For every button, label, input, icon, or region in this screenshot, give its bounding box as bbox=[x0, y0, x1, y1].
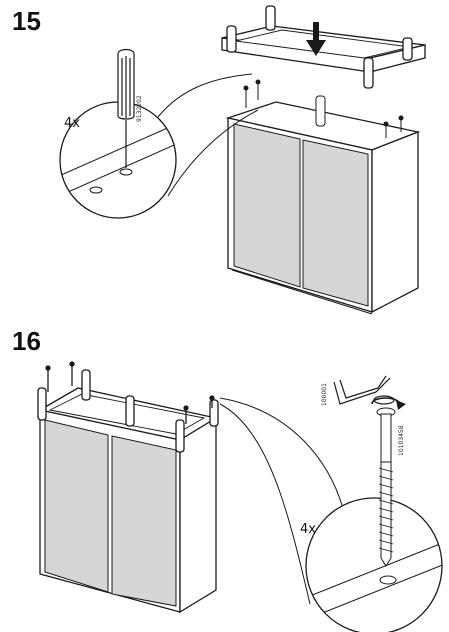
step-number-15: 15 bbox=[12, 6, 41, 36]
rotate-arrow-icon bbox=[371, 397, 406, 410]
allen-key-icon bbox=[333, 375, 395, 405]
magnifier-16 bbox=[219, 397, 443, 632]
part-code-15: 9132202 bbox=[136, 95, 143, 122]
magnifier-15 bbox=[59, 48, 259, 219]
dowels-15 bbox=[243, 79, 404, 138]
screw-icon bbox=[376, 407, 396, 567]
dowel-icon bbox=[117, 48, 135, 168]
cabinet-15 bbox=[225, 101, 421, 315]
cabinet-16 bbox=[37, 361, 219, 614]
arrow-down-icon bbox=[306, 22, 326, 56]
quantity-label-16: 4x bbox=[300, 522, 316, 537]
part-code-allen-key: 100001 bbox=[321, 383, 328, 406]
plinth-frame bbox=[221, 5, 426, 89]
part-code-screw: 10103458 bbox=[398, 425, 405, 456]
step-number-16: 16 bbox=[12, 326, 41, 356]
quantity-label-15: 4x bbox=[64, 116, 80, 131]
